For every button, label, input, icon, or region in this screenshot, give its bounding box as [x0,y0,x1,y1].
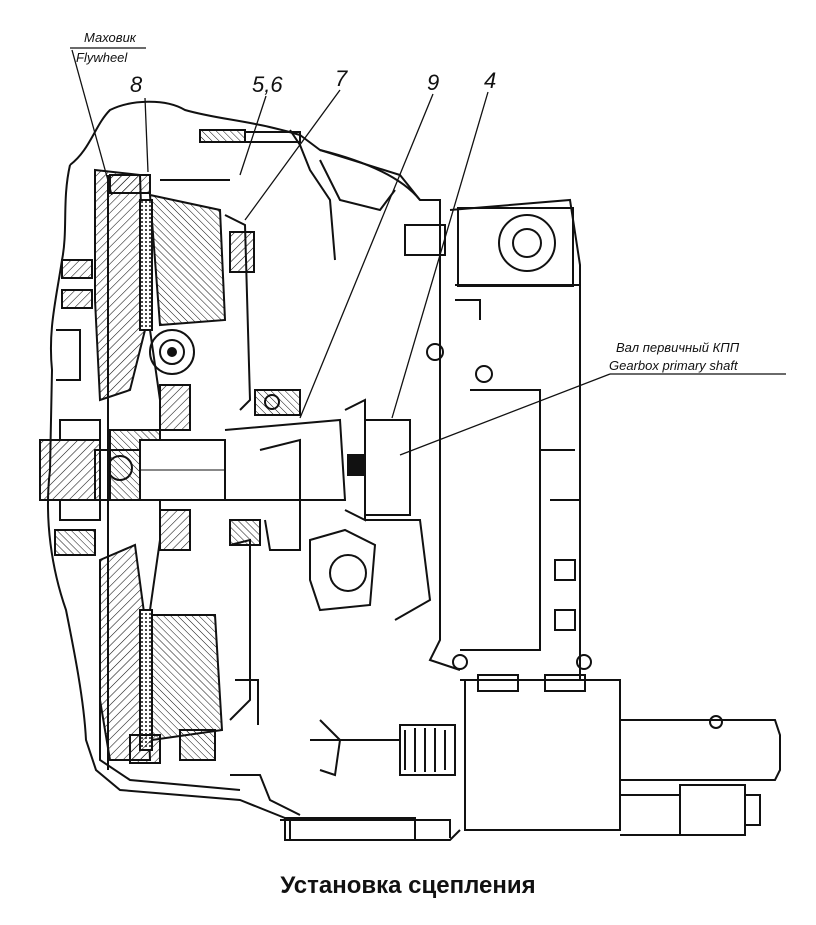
clutch-cover [224,214,259,725]
release-bearing [229,389,301,546]
flywheel-label-ru: Маховик [84,30,137,45]
callout-5-6: 5,6 [252,72,283,97]
release-fork [259,129,336,551]
callout-7: 7 [335,66,348,91]
clutch-booster [280,674,781,841]
shaft-support [309,519,432,621]
figure-caption: Установка сцепления [280,872,536,899]
pressure-plate [148,193,227,742]
primary-shaft [94,398,411,522]
callout-8: 8 [130,72,143,97]
flywheel-label-en: Flywheel [76,50,128,65]
leader-lines [70,47,786,456]
callout-4: 4 [484,68,496,93]
shaft-label-ru: Вал первичный КПП [616,340,740,355]
callout-9: 9 [427,70,439,95]
crankshaft-bearing [39,419,133,521]
disc-hub [159,384,191,551]
bell-housing-flange [129,729,301,816]
flywheel-ring-gear [54,259,96,556]
damper-spring [149,329,195,375]
shaft-label-en: Gearbox primary shaft [609,358,739,373]
gearbox-housing [319,149,592,681]
housing-bolts [109,129,301,194]
